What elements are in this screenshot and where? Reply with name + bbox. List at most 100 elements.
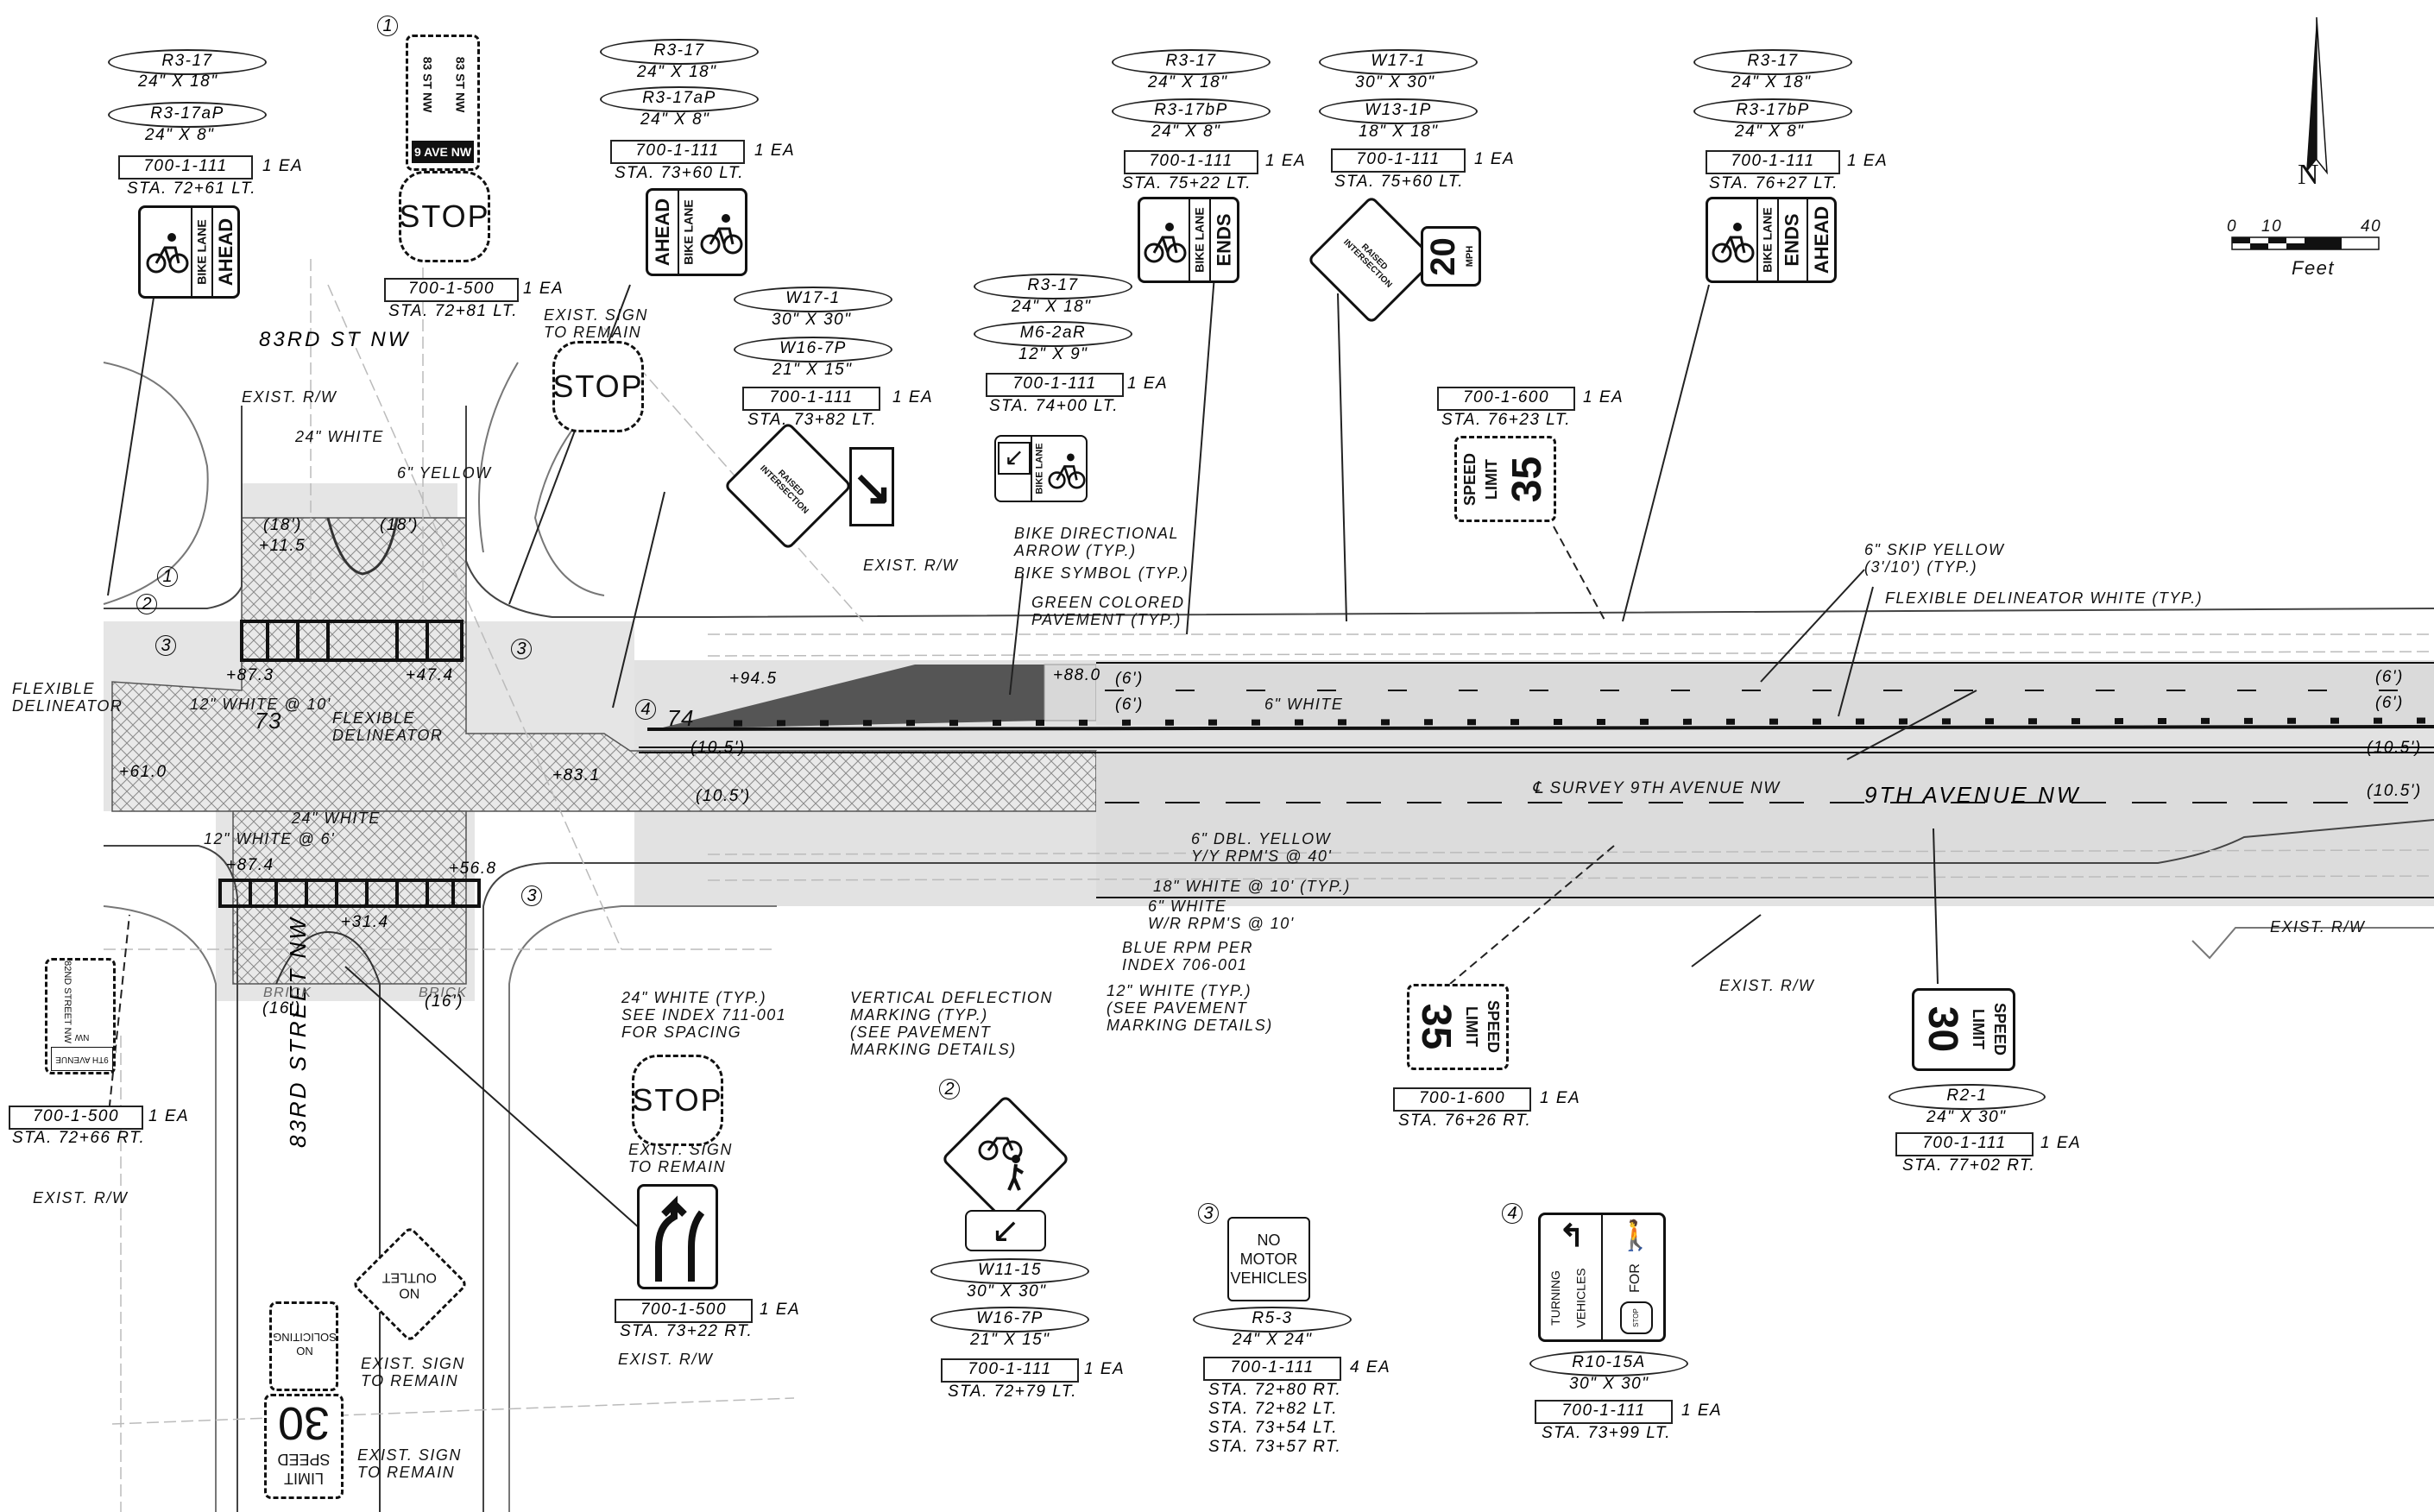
station: STA. 76+26 RT. — [1398, 1112, 1532, 1130]
dim-label: +47.4 — [406, 666, 454, 684]
speed-advisory-plaque: 20 MPH — [1421, 226, 1481, 287]
station: STA. 76+27 LT. — [1709, 174, 1839, 192]
sign-size: 24" X 30" — [1926, 1108, 2007, 1126]
ahead-text: AHEAD — [1811, 205, 1833, 274]
scale-zero: 0 — [2227, 217, 2238, 236]
pay-item-box: 700-1-500 — [615, 1299, 753, 1323]
bike-lane-text: BIKE LANE — [1761, 207, 1775, 273]
dim-label: +83.1 — [552, 766, 601, 784]
station: STA. 74+00 LT. — [989, 397, 1119, 415]
sign-size: 30" X 30" — [772, 311, 852, 329]
sign-code-oval: R3-17 — [1693, 49, 1852, 75]
survey-line-label: ℄ SURVEY 9TH AVENUE NW — [1532, 779, 1781, 797]
sign-code-oval: R10-15A — [1529, 1351, 1688, 1377]
note-12-white-10: 12" WHITE @ 10' — [190, 696, 331, 713]
pedestrian-icon: 🚶 — [1617, 1219, 1655, 1252]
ends-text: ENDS — [1781, 213, 1803, 267]
quantity: 1 EA — [148, 1107, 190, 1125]
quantity: 1 EA — [2040, 1134, 2082, 1152]
sign-code-oval: W17-1 — [734, 287, 892, 312]
pay-item-box: 700-1-600 — [1393, 1087, 1531, 1112]
bicycle-icon — [1048, 453, 1086, 489]
north-arrow — [2231, 16, 2380, 250]
sign-code-oval: W13-1P — [1319, 98, 1478, 124]
bike-lane-ends-sign: BIKE LANE ENDS — [1138, 197, 1239, 283]
station-74: 74 — [667, 705, 695, 731]
note-exist-rw: EXIST. R/W — [863, 557, 959, 574]
pay-item-box: 700-1-111 — [118, 155, 253, 180]
brick-label: BRICK — [263, 986, 312, 1000]
station-list: STA. 72+80 RT.STA. 72+82 LT. STA. 73+54 … — [1208, 1381, 1342, 1456]
sign-code-oval: R3-17aP — [600, 86, 759, 112]
sign-code-oval: R2-1 — [1889, 1084, 2046, 1110]
circle-note-number: 1 — [157, 566, 178, 587]
dim-label: (10.5') — [696, 787, 751, 805]
limit-text: LIMIT — [1463, 1006, 1481, 1048]
dim-label: +87.4 — [226, 856, 274, 874]
circle-note-number: 2 — [939, 1079, 960, 1099]
dim-label: +31.4 — [341, 913, 389, 931]
note-12-white-6: 12" WHITE @ 6' — [204, 830, 336, 847]
sign-size: 24" X 18" — [1012, 298, 1092, 316]
sign-size: 24" X 18" — [637, 63, 717, 81]
arrow-down-right-icon: ↘ — [852, 460, 892, 514]
sign-code-oval: W16-7P — [734, 337, 892, 362]
circle-note-number: 4 — [635, 699, 656, 720]
note-24-white: 24" WHITE — [292, 810, 381, 827]
pay-item-box: 700-1-111 — [941, 1358, 1079, 1383]
dim-label: (10.5') — [2367, 782, 2422, 800]
bicycle-icon — [1144, 223, 1187, 263]
quantity: 1 EA — [1474, 150, 1516, 168]
ahead-text: AHEAD — [215, 217, 237, 287]
sign-code-oval: R3-17bP — [1693, 98, 1852, 124]
pay-item-box: 700-1-111 — [1535, 1400, 1673, 1424]
dim-label: (18') — [380, 516, 419, 534]
speed-limit-sign: SPEED LIMIT 35 — [1454, 436, 1556, 522]
pay-item-box: 700-1-500 — [9, 1106, 143, 1130]
arrow-plaque: ↘ — [849, 447, 894, 526]
dim-label: (16') — [425, 992, 463, 1011]
sign-size: 24" X 8" — [145, 126, 215, 144]
sign-size: 24" X 8" — [1151, 123, 1221, 141]
note-exist-rw: EXIST. R/W — [242, 388, 337, 406]
station: STA. 73+60 LT. — [615, 164, 745, 182]
speed-value: 30 — [277, 1397, 331, 1449]
ends-text: ENDS — [1214, 213, 1235, 267]
sign-code-oval: R3-17 — [108, 49, 267, 75]
quantity: 4 EA — [1350, 1358, 1391, 1377]
sign-size: 21" X 15" — [772, 361, 853, 379]
station: STA. 72+66 RT. — [12, 1129, 146, 1147]
note-exist-rw: EXIST. R/W — [1719, 977, 1815, 994]
sign-code-oval: R3-17 — [600, 39, 759, 65]
sign-size: 24" X 18" — [1731, 73, 1812, 91]
mph-text: MPH — [1465, 245, 1476, 268]
bike-pedestrian-warning-sign — [941, 1094, 1070, 1224]
arrow-plaque: ↙ — [965, 1210, 1046, 1251]
pay-item-box: 700-1-111 — [986, 373, 1124, 397]
station: STA. 75+22 LT. — [1122, 174, 1252, 192]
quantity: 1 EA — [1084, 1360, 1126, 1378]
note-18-white: 18" WHITE @ 10' (TYP.) — [1153, 878, 1351, 895]
stop-text: STOP — [552, 369, 644, 404]
station: STA. 72+61 LT. — [127, 180, 257, 198]
sign-size: 24" X 18" — [138, 72, 218, 91]
quantity: 1 EA — [523, 280, 564, 298]
sign-code-oval: R3-17bP — [1112, 98, 1271, 124]
quantity: 1 EA — [754, 142, 796, 160]
dim-label: (10.5') — [690, 739, 746, 757]
sign-size: 21" X 15" — [970, 1331, 1050, 1349]
scale-ten: 10 — [2261, 217, 2283, 236]
note-bike-symbol: BIKE SYMBOL (TYP.) — [1014, 564, 1189, 582]
stop-sign: STOP — [632, 1055, 723, 1146]
dim-label: +61.0 — [119, 763, 167, 781]
limit-text: LIMIT — [1482, 458, 1500, 500]
